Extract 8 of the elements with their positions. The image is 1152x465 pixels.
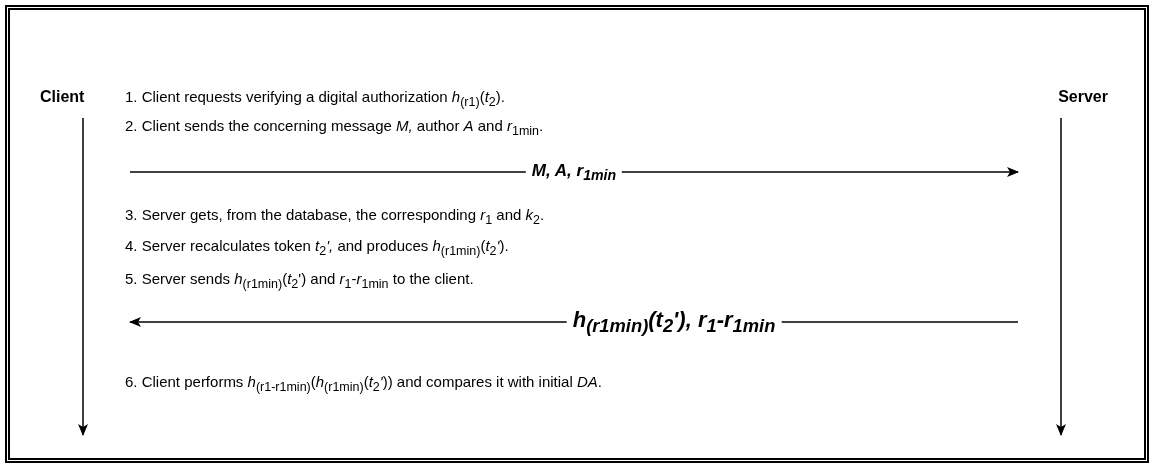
step-text: 4. Server recalculates token t$_{2}$', and produces h$_{(r1min)}$(t$_{2}$').	[125, 237, 509, 258]
step-text: 1. Client requests verifying a digital authorization h$_{(r1)}$(t$_{2}$).	[125, 88, 505, 109]
step-text: 3. Server gets, from the database, the corresponding r$_{1}$ and k$_{2}$.	[125, 206, 545, 227]
step-text: 6. Client performs h$_{(r1-r1min)}$(h$_{(r1min)}$(t$_{2}$')) and compares it with initial DA.	[125, 373, 602, 394]
message-arrow	[129, 167, 1019, 177]
participant-name: Server	[1057, 88, 1108, 106]
step-text: 2. Client sends the concerning message M, author A and r$_{1min}$.	[125, 117, 544, 138]
step-text: 5. Server sends h$_{(r1min)}$(t$_{2}$') and r$_{1}$-r$_{1min}$ to the client.	[125, 270, 474, 291]
